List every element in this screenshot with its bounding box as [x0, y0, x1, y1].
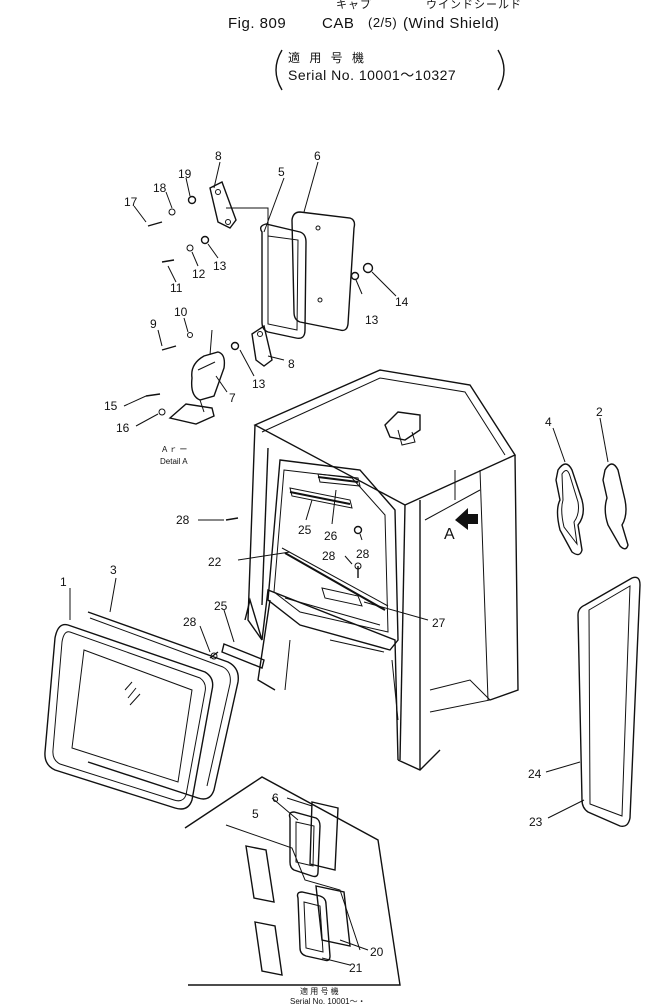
serial-range: Serial No. 10001～10327: [288, 67, 457, 83]
callout-21: 21: [349, 961, 363, 975]
callout-6: 6: [314, 149, 321, 163]
cab-body: [244, 369, 519, 771]
callout-25-lower: 25: [214, 599, 228, 613]
windshield-glass: [44, 623, 214, 810]
callout-17: 17: [124, 195, 138, 209]
callout-5: 5: [278, 165, 285, 179]
callout-7: 7: [229, 391, 236, 405]
inset-serial: Serial No. 10001～・: [290, 997, 366, 1006]
callout-28-d: 28: [183, 615, 197, 629]
callout-numbers: 1 2 3 4 5 6 7 8 8 9 10 11 12 13 13 13 14…: [60, 149, 603, 975]
callout-2: 2: [596, 405, 603, 419]
callout-22: 22: [208, 555, 222, 569]
callout-24: 24: [528, 767, 542, 781]
detail-a-label: Detail A: [160, 457, 188, 466]
callout-4: 4: [545, 415, 552, 429]
figure-number: Fig. 809: [228, 15, 287, 32]
side-window-glass: [602, 463, 629, 550]
callout-16: 16: [116, 421, 130, 435]
callout-6-inset: 6: [272, 791, 279, 805]
callout-13-c: 13: [252, 377, 266, 391]
serial-inset: [184, 776, 401, 986]
callout-10: 10: [174, 305, 188, 319]
serial-bracket-right: [497, 49, 505, 91]
callout-15: 15: [104, 399, 118, 413]
callout-20: 20: [370, 945, 384, 959]
callout-27: 27: [432, 616, 446, 630]
view-arrow-label: A: [444, 526, 455, 543]
rear-window-frame: [577, 576, 641, 828]
window-fasteners: [209, 517, 363, 669]
callout-18: 18: [153, 181, 167, 195]
detail-a-jp-label: A ｒ ー: [162, 445, 188, 454]
callout-28-a: 28: [176, 513, 190, 527]
applicable-label: 適 用 号 機: [288, 51, 368, 65]
leader-lines: [69, 161, 609, 966]
callout-1: 1: [60, 575, 67, 589]
callout-5-inset: 5: [252, 807, 259, 821]
callout-28-b: 28: [322, 549, 336, 563]
callout-14: 14: [395, 295, 409, 309]
callout-11: 11: [170, 281, 183, 295]
kana-cab: キャブ: [336, 0, 372, 11]
windshield-seal: [87, 611, 239, 800]
detail-a-parts: [145, 181, 374, 425]
callout-19: 19: [178, 167, 192, 181]
side-window-seal: [555, 463, 585, 556]
callout-13-a: 13: [213, 259, 227, 273]
callout-12: 12: [192, 267, 206, 281]
callout-26: 26: [324, 529, 338, 543]
callout-8-lower: 8: [288, 357, 295, 371]
callout-23: 23: [529, 815, 543, 829]
figure-title: CAB: [322, 15, 355, 32]
callout-13-b: 13: [365, 313, 379, 327]
callout-9: 9: [150, 317, 157, 331]
callout-28-c: 28: [356, 547, 370, 561]
callout-8-upper: 8: [215, 149, 222, 163]
callout-25-upper: 25: [298, 523, 312, 537]
callout-3: 3: [110, 563, 117, 577]
kana-wind-shield: ウインドシールド: [426, 0, 522, 11]
inset-applicable-label: 適 用 号 機: [300, 987, 339, 996]
figure-subtitle: (Wind Shield): [403, 15, 500, 32]
serial-bracket-left: [275, 49, 283, 91]
figure-fraction: (2/5): [368, 15, 398, 30]
